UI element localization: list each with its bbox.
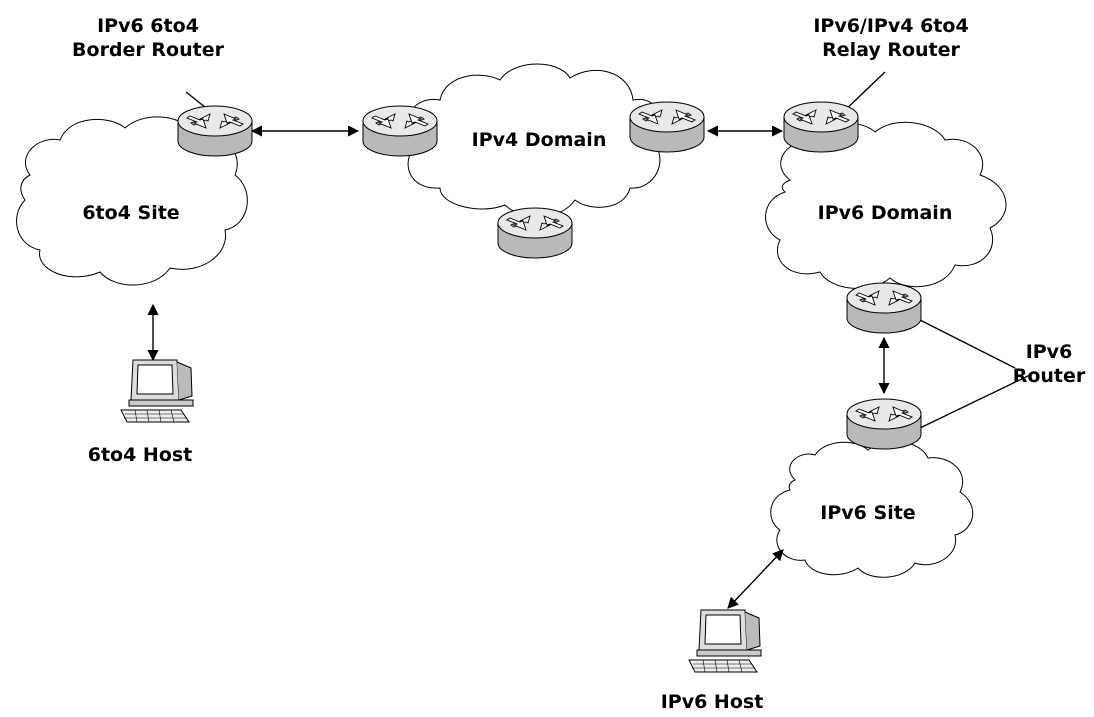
- ipv4-router-bottom-icon: [497, 207, 573, 259]
- ipv4-router-right-icon: [629, 101, 705, 153]
- sixto4-host-label: 6to4 Host: [87, 444, 193, 466]
- relay-router-label-line1: IPv6/IPv4 6to4: [813, 15, 969, 37]
- border-router-icon: [177, 105, 253, 157]
- sixto4-host-computer-icon: [120, 359, 194, 423]
- ipv6-domain-cloud: [765, 121, 1007, 289]
- ipv6-site-cloud: [770, 440, 974, 578]
- ipv6-router-upper-icon: [846, 282, 922, 334]
- ipv6-router-label-line1: IPv6: [1025, 341, 1073, 363]
- border-router-label: IPv6 6to4 Border Router: [72, 14, 224, 62]
- ipv6-router-lower-icon: [846, 398, 922, 450]
- relay-router-label: IPv6/IPv4 6to4 Relay Router: [813, 14, 968, 62]
- ipv4-domain-label: IPv4 Domain: [471, 129, 607, 151]
- ipv6-host-computer-icon: [688, 609, 762, 673]
- ipv4-router-left-icon: [362, 105, 438, 157]
- relay-router-icon: [783, 101, 859, 153]
- sixto4-site-cloud: [16, 116, 248, 286]
- border-router-label-line1: IPv6 6to4: [97, 15, 199, 37]
- border-router-label-line2: Border Router: [72, 39, 224, 61]
- ipv6-site-label: IPv6 Site: [820, 502, 916, 524]
- ipv6-router-label-line2: Router: [1012, 365, 1086, 387]
- ipv6-router-label: IPv6 Router: [1013, 340, 1086, 388]
- sixto4-site-label: 6to4 Site: [82, 202, 180, 224]
- ipv6-domain-label: IPv6 Domain: [817, 202, 953, 224]
- relay-router-label-line2: Relay Router: [822, 39, 960, 61]
- ipv6-host-label: IPv6 Host: [660, 691, 764, 713]
